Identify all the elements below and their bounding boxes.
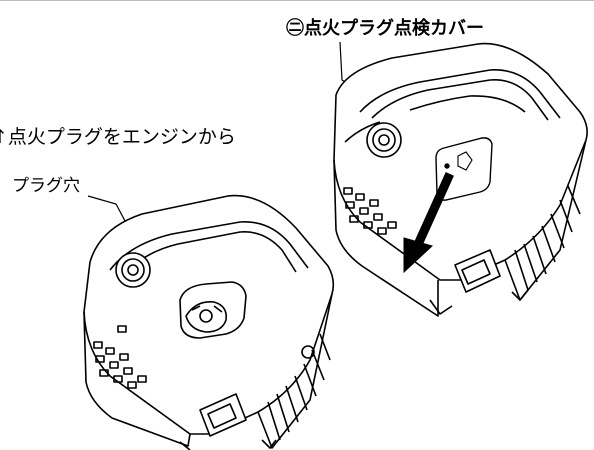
instruction-text: ↑点火プラグをエンジンから: [0, 126, 236, 148]
plug-hole-label: プラグ穴: [12, 176, 80, 196]
top-rule: [0, 0, 594, 1]
removal-arrow-icon: [403, 172, 454, 274]
cover-label: ㊁点火プラグ点検カバー: [286, 18, 484, 39]
generator-left-icon: [83, 194, 335, 450]
